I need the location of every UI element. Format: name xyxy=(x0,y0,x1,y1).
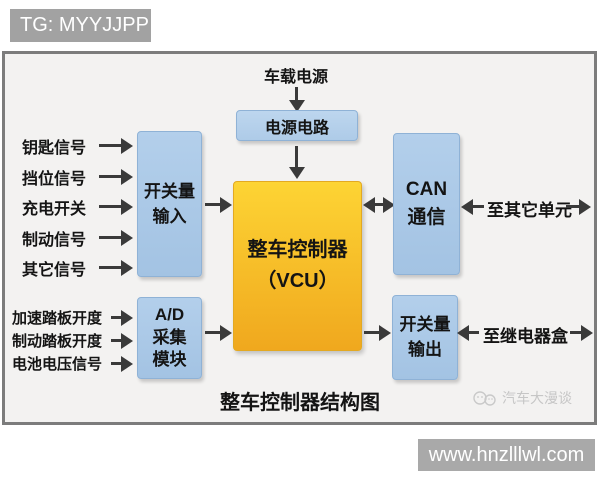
switch-output-box: 开关量 输出 xyxy=(392,295,458,380)
power-circuit-label: 电源电路 xyxy=(264,119,329,137)
ad-line2: 采集 xyxy=(152,327,187,347)
can-target-label: 至其它单元 xyxy=(487,201,572,220)
switch-input-line1: 开关量 xyxy=(144,181,195,201)
arrow-brake-signal-icon xyxy=(99,236,121,239)
can-line2: 通信 xyxy=(407,207,446,228)
arrow-other-signal-icon xyxy=(99,266,121,269)
input-label-brake-pedal: 制动踏板开度 xyxy=(12,333,103,350)
relay-target-label: 至继电器盒 xyxy=(483,327,568,346)
power-circuit-box: 电源电路 xyxy=(236,110,358,141)
arrow-accel-pedal-icon xyxy=(111,316,121,319)
input-label-brake-signal: 制动信号 xyxy=(22,232,87,249)
arrow-to-can-icon xyxy=(473,205,484,208)
arrow-circuit-to-vcu-icon xyxy=(295,146,298,167)
input-label-other-signal: 其它信号 xyxy=(22,262,87,279)
website-url-bar: www.hnzlllwl.com xyxy=(418,439,595,471)
arrow-vcu-to-switch-output-icon xyxy=(364,331,379,334)
arrow-gear-signal-icon xyxy=(99,175,121,178)
website-url: www.hnzlllwl.com xyxy=(428,443,585,466)
arrow-brake-pedal-icon xyxy=(111,339,121,342)
arrow-key-signal-icon xyxy=(99,144,121,147)
input-label-key-signal: 钥匙信号 xyxy=(22,140,87,157)
vcu-label-line2: （VCU） xyxy=(256,270,339,292)
arrow-ad-to-vcu-icon xyxy=(205,331,220,334)
switch-input-box: 开关量 输入 xyxy=(137,131,202,277)
input-label-battery-voltage: 电池电压信号 xyxy=(12,356,103,373)
input-label-accel-pedal: 加速踏板开度 xyxy=(12,310,103,327)
arrow-to-relay-box-icon xyxy=(570,331,581,334)
ad-line3: 模块 xyxy=(152,350,187,370)
input-label-charge-switch: 充电开关 xyxy=(22,201,87,218)
vcu-label-line1: 整车控制器 xyxy=(247,239,348,261)
watermark: 汽车大漫谈 xyxy=(472,388,572,408)
arrow-switch-input-to-vcu-icon xyxy=(205,203,220,206)
diagram-title: 整车控制器结构图 xyxy=(220,392,380,414)
power-source-label: 车载电源 xyxy=(263,69,328,86)
chat-faces-logo xyxy=(473,390,496,406)
can-box: CAN 通信 xyxy=(393,133,460,275)
ad-module-box: A/D 采集 模块 xyxy=(137,297,202,379)
vcu-box: 整车控制器 （VCU） xyxy=(233,181,362,351)
arrow-to-other-units-icon xyxy=(566,205,579,208)
switch-output-line2: 输出 xyxy=(408,339,442,359)
can-line1: CAN xyxy=(405,178,448,200)
watermark-text: 汽车大漫谈 xyxy=(502,390,572,406)
switch-input-line2: 输入 xyxy=(152,207,187,226)
input-label-gear-signal: 挡位信号 xyxy=(22,171,87,188)
arrow-power-to-circuit-icon xyxy=(295,87,298,100)
switch-output-line1: 开关量 xyxy=(399,314,451,334)
arrow-charge-switch-icon xyxy=(99,205,121,208)
tag-badge: TG: MYYJJPP xyxy=(10,9,151,42)
arrow-to-switch-output-icon xyxy=(469,331,479,334)
arrow-vcu-can-bidirectional-icon xyxy=(375,203,383,206)
ad-line1: A/D xyxy=(154,304,185,324)
arrow-battery-voltage-icon xyxy=(111,362,121,365)
